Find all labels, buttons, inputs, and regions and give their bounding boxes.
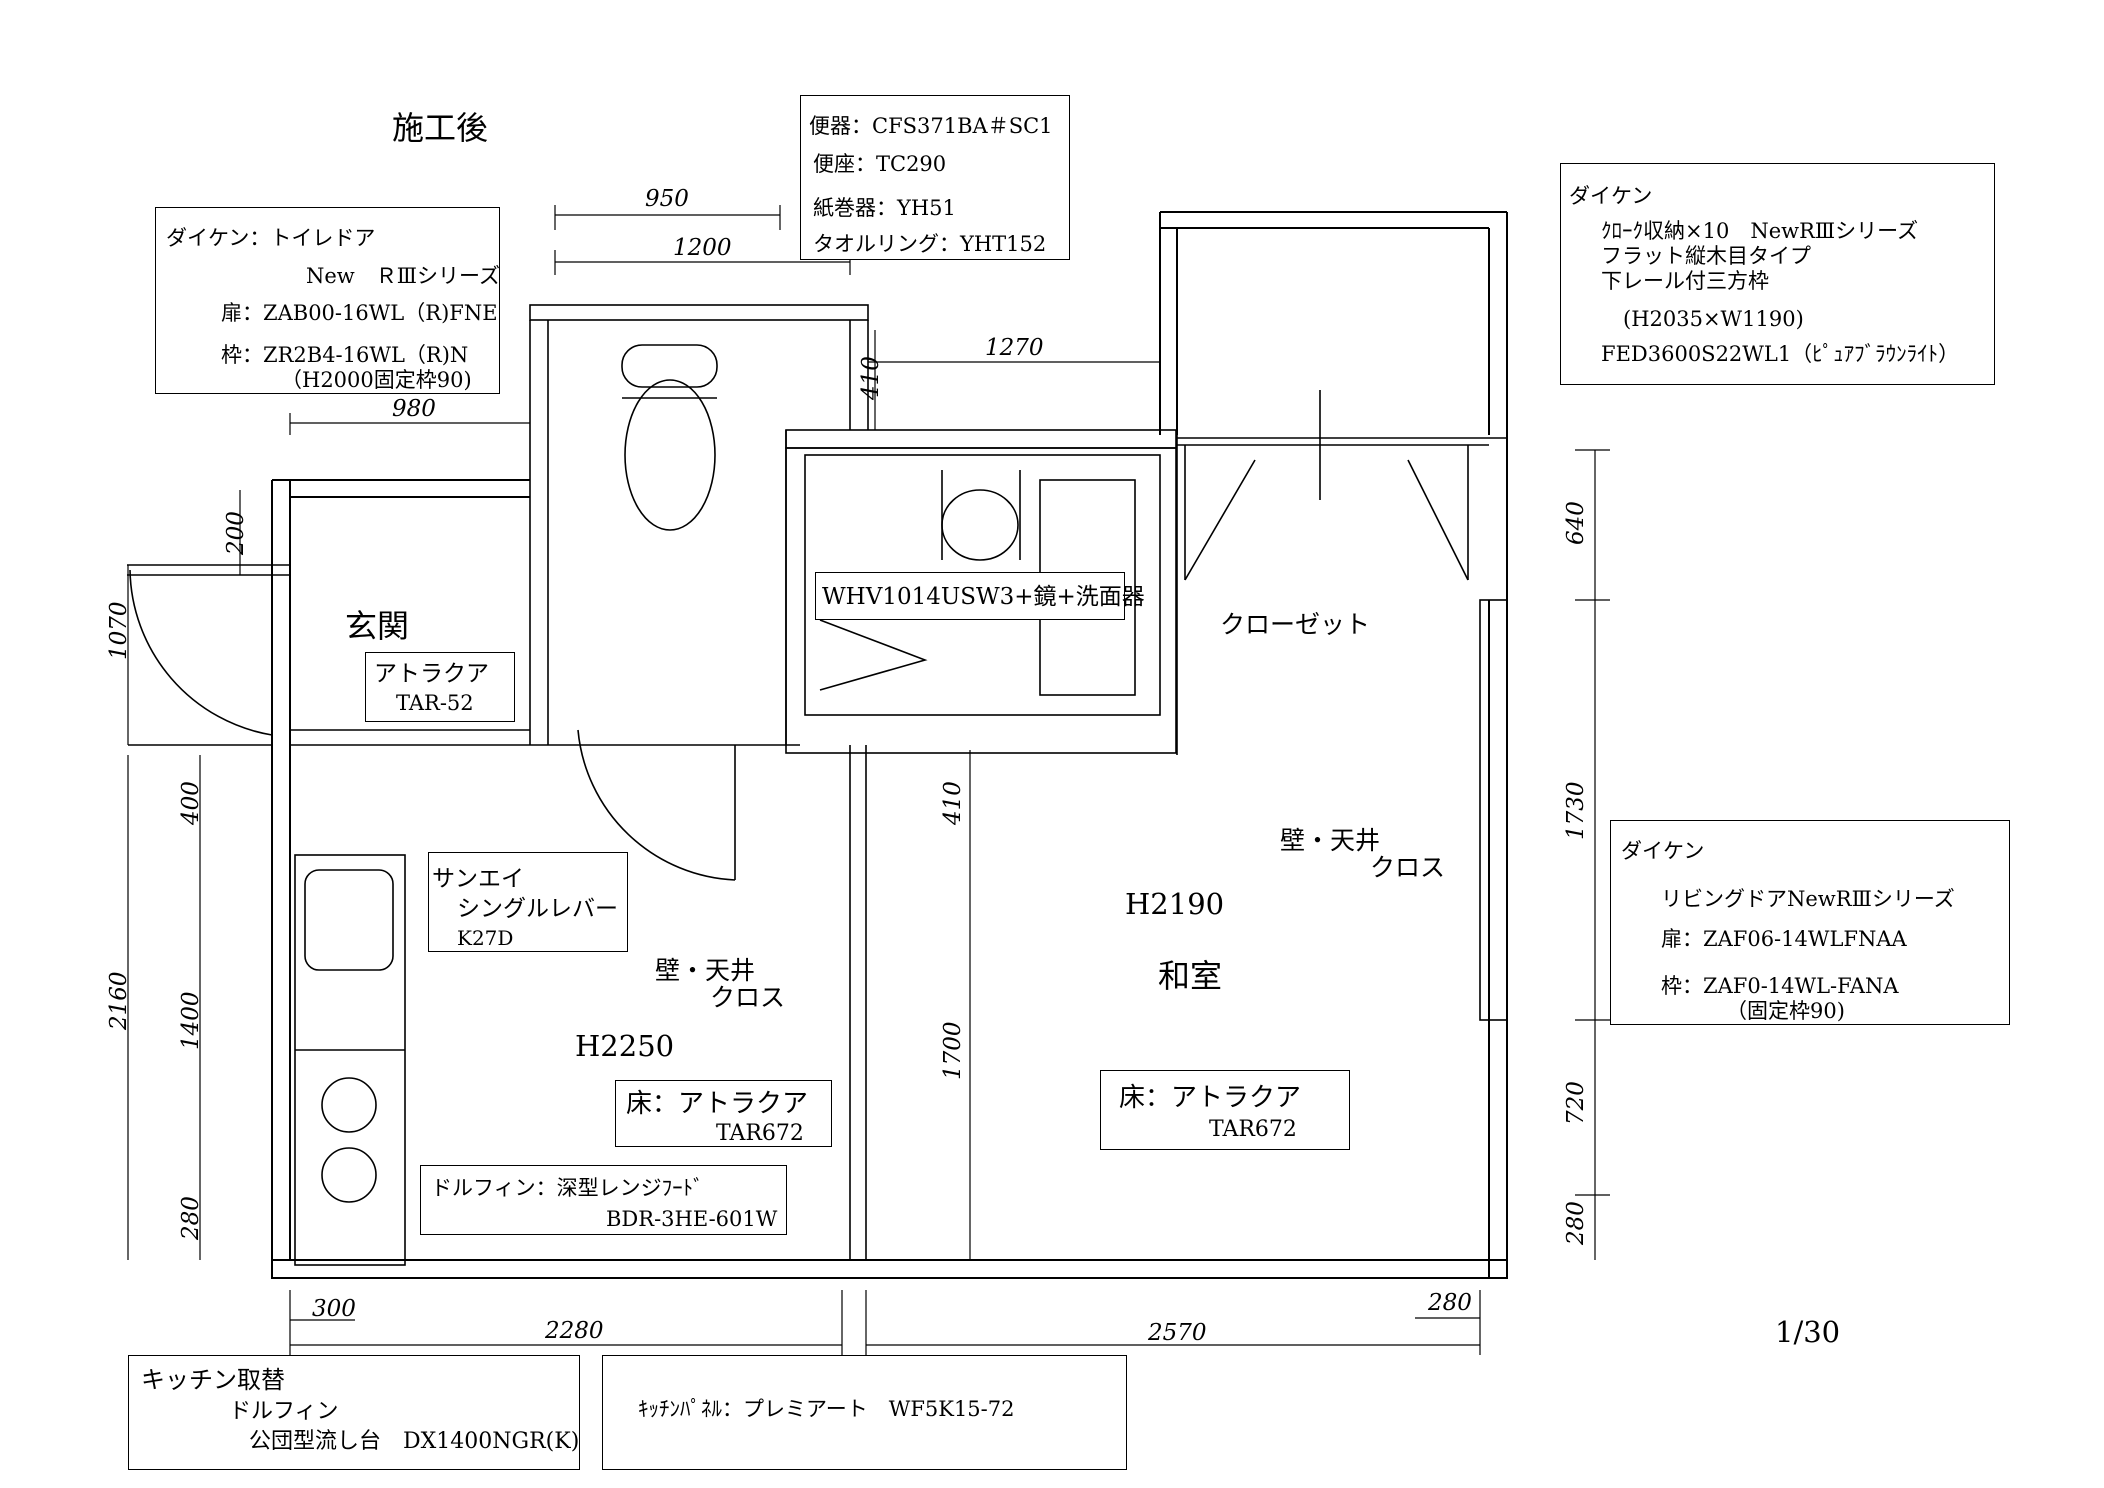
- toilet-door-spec-box: ダイケン：トイレドア New ＲⅢシリーズ 扉：ZAB00-16WL（R)FNE…: [155, 207, 500, 394]
- kitchen-replace-box: キッチン取替 ドルフィン 公団型流し台 DX1400NGR(K): [128, 1355, 580, 1470]
- vanity-label-box: WHV1014USW3+鏡+洗面器: [815, 572, 1145, 620]
- dim-1270: 1270: [985, 335, 1044, 361]
- kitchen-counter: [294, 854, 406, 1266]
- dim-410-mid: 410: [940, 781, 966, 825]
- dim-950: 950: [645, 186, 689, 212]
- living-door-spec-box: ダイケン リビングドアNewRⅢシリーズ 扉：ZAF06-14WLFNAA 枠：…: [1610, 820, 2010, 1025]
- dim-1400: 1400: [178, 991, 204, 1050]
- kitchen-floor-box: 床：アトラクア TAR672: [615, 1080, 832, 1147]
- dim-1700: 1700: [940, 1021, 966, 1080]
- dim-2160: 2160: [106, 971, 132, 1030]
- dim-640: 640: [1563, 501, 1589, 545]
- dim-280-left: 280: [178, 1196, 204, 1240]
- dim-2570: 2570: [1148, 1320, 1207, 1346]
- wall-ceiling-note-1: 壁・天井: [1280, 826, 1381, 855]
- wall-ceiling-note-1b: クロス: [1370, 853, 1446, 882]
- toilet-fixture-spec-box: 便器：CFS371BA＃SC1 便座：TC290 紙巻器：YH51 タオルリング…: [800, 95, 1070, 260]
- scale-label: 1/30: [1775, 1315, 1841, 1349]
- dim-1070: 1070: [106, 601, 132, 660]
- entrance-door-swing: [127, 564, 290, 746]
- range-hood-spec-box: ドルフィン：深型レンジﾌｰﾄﾞ BDR-3HE-601W: [420, 1165, 787, 1235]
- washroom-walls: [785, 429, 1178, 1260]
- dim-400: 400: [178, 781, 204, 825]
- dim-1730: 1730: [1563, 781, 1589, 840]
- entrance-floor-box: アトラクア TAR-52: [365, 652, 515, 722]
- wall-ceiling-note-2: 壁・天井: [655, 956, 756, 985]
- room-washitsu: 和室: [1158, 957, 1223, 995]
- wall-ceiling-note-2b: クロス: [710, 983, 786, 1012]
- dim-280-bottom: 280: [1428, 1290, 1472, 1316]
- closet-spec-box: ダイケン ｸﾛｰｸ収納×10 NewRⅢシリーズ フラット縦木目タイプ 下レール…: [1560, 163, 1995, 385]
- kitchen-panel-box: ｷｯﾁﾝﾊﾟﾈﾙ：プレミアート WF5K15-72: [602, 1355, 1127, 1470]
- dim-280-right: 280: [1563, 1201, 1589, 1245]
- closet-lines: [1177, 390, 1508, 1021]
- dimension-lines: [127, 205, 1610, 1355]
- washitsu-floor-box: 床：アトラクア TAR672: [1100, 1070, 1350, 1150]
- kitchen-height: H2250: [575, 1029, 675, 1063]
- dim-300: 300: [312, 1296, 356, 1322]
- toilet-door-swing: [577, 729, 736, 881]
- dim-1200: 1200: [673, 235, 732, 261]
- room-closet: クローゼット: [1220, 610, 1371, 639]
- dim-980: 980: [392, 396, 436, 422]
- dim-2280: 2280: [545, 1318, 604, 1344]
- dim-410-top: 410: [858, 356, 884, 400]
- washitsu-height: H2190: [1125, 887, 1225, 921]
- faucet-spec-box: サンエイ シングルレバー K27D: [428, 852, 628, 952]
- vanity-fixture: [819, 470, 1136, 696]
- room-entrance: 玄関: [345, 607, 410, 645]
- dim-200: 200: [223, 511, 249, 555]
- toilet-fixture: [621, 344, 718, 531]
- drawing-title: 施工後: [392, 109, 489, 147]
- outer-walls: [271, 211, 1508, 1279]
- dim-720: 720: [1563, 1081, 1589, 1125]
